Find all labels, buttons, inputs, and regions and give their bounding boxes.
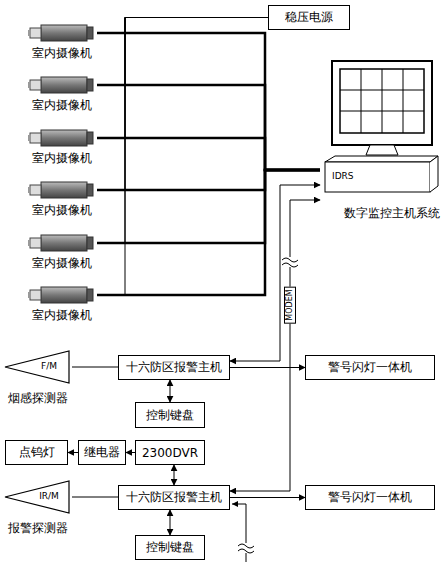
box-label: 2300DVR <box>142 446 198 460</box>
camera-icon <box>27 232 97 254</box>
host-model: IDRS <box>332 171 354 181</box>
box-label: 警号闪灯一体机 <box>328 359 412 376</box>
detector-triangle <box>4 480 72 516</box>
video-cable <box>97 170 320 295</box>
signal-wire <box>72 497 118 498</box>
camera-icon <box>27 179 97 201</box>
detector: F/M 烟感探测器 <box>4 350 72 406</box>
signal-wire <box>230 200 320 491</box>
detector-code: F/M <box>30 361 68 371</box>
box-label: 警号闪灯一体机 <box>328 489 412 506</box>
signal-wire <box>97 18 268 34</box>
signal-wire <box>230 367 305 368</box>
camera-label: 室内摄像机 <box>27 45 97 62</box>
device-box: 点钨灯 <box>5 440 68 465</box>
device-box: 2300DVR <box>135 440 205 465</box>
box-label: 点钨灯 <box>19 444 55 461</box>
signal-wire <box>170 510 171 535</box>
signal-wire <box>230 497 305 498</box>
camera-label: 室内摄像机 <box>27 307 97 324</box>
modem-label: MODEM <box>284 286 296 323</box>
signal-wire <box>174 465 175 485</box>
signal-wire <box>97 18 268 86</box>
break-patch <box>282 257 298 267</box>
break-patch <box>238 543 254 553</box>
break-symbol <box>238 544 254 553</box>
detector-triangle <box>4 350 72 386</box>
camera: 室内摄像机 <box>27 179 97 217</box>
box-label: 十六防区报警主机 <box>126 359 222 376</box>
detector-label: 烟感探测器 <box>4 390 72 407</box>
signal-wire <box>230 185 320 361</box>
camera-label: 室内摄像机 <box>27 97 97 114</box>
camera-icon <box>27 127 97 149</box>
camera: 室内摄像机 <box>27 284 97 322</box>
signal-wire <box>126 452 135 453</box>
device-box: 十六防区报警主机 <box>118 485 230 510</box>
detector-label: 报警探测器 <box>4 520 72 537</box>
video-cable <box>97 170 320 190</box>
camera-icon <box>27 22 97 44</box>
extension-wire <box>232 504 246 562</box>
signal-wire <box>170 380 171 402</box>
camera: 室内摄像机 <box>27 22 97 60</box>
video-cable <box>97 138 320 170</box>
signal-wire <box>68 452 78 453</box>
video-cable <box>97 170 320 243</box>
box-label: 控制键盘 <box>146 539 194 556</box>
box-label: 稳压电源 <box>285 9 333 26</box>
box-label: 控制键盘 <box>146 407 194 424</box>
camera-label: 室内摄像机 <box>27 150 97 167</box>
camera: 室内摄像机 <box>27 74 97 112</box>
signal-wire <box>72 367 118 368</box>
arrow-head <box>232 501 238 507</box>
signal-wire <box>97 18 268 244</box>
signal-wire <box>97 18 268 296</box>
box-label: 十六防区报警主机 <box>126 489 222 506</box>
camera-icon <box>27 74 97 96</box>
device-box: 警号闪灯一体机 <box>305 355 435 380</box>
camera-label: 室内摄像机 <box>27 255 97 272</box>
camera-icon <box>27 284 97 306</box>
signal-wire <box>97 18 268 139</box>
device-box: 控制键盘 <box>135 402 205 428</box>
break-symbol <box>282 258 298 267</box>
camera: 室内摄像机 <box>27 232 97 270</box>
device-box: 稳压电源 <box>268 5 350 30</box>
camera: 室内摄像机 <box>27 127 97 165</box>
device-box: 警号闪灯一体机 <box>305 485 435 510</box>
box-label: 继电器 <box>84 444 120 461</box>
video-cable <box>97 33 320 170</box>
signal-wire <box>97 18 268 191</box>
detector-code: IR/M <box>30 491 68 501</box>
video-cable <box>97 85 320 170</box>
device-box: 十六防区报警主机 <box>118 355 230 380</box>
device-box: 继电器 <box>78 440 126 465</box>
host-label: 数字监控主机系统 <box>344 205 440 222</box>
detector: IR/M 报警探测器 <box>4 480 72 536</box>
monitor-host: IDRS 数字监控主机系统 <box>320 60 442 225</box>
device-box: 控制键盘 <box>135 535 205 560</box>
camera-label: 室内摄像机 <box>27 202 97 219</box>
